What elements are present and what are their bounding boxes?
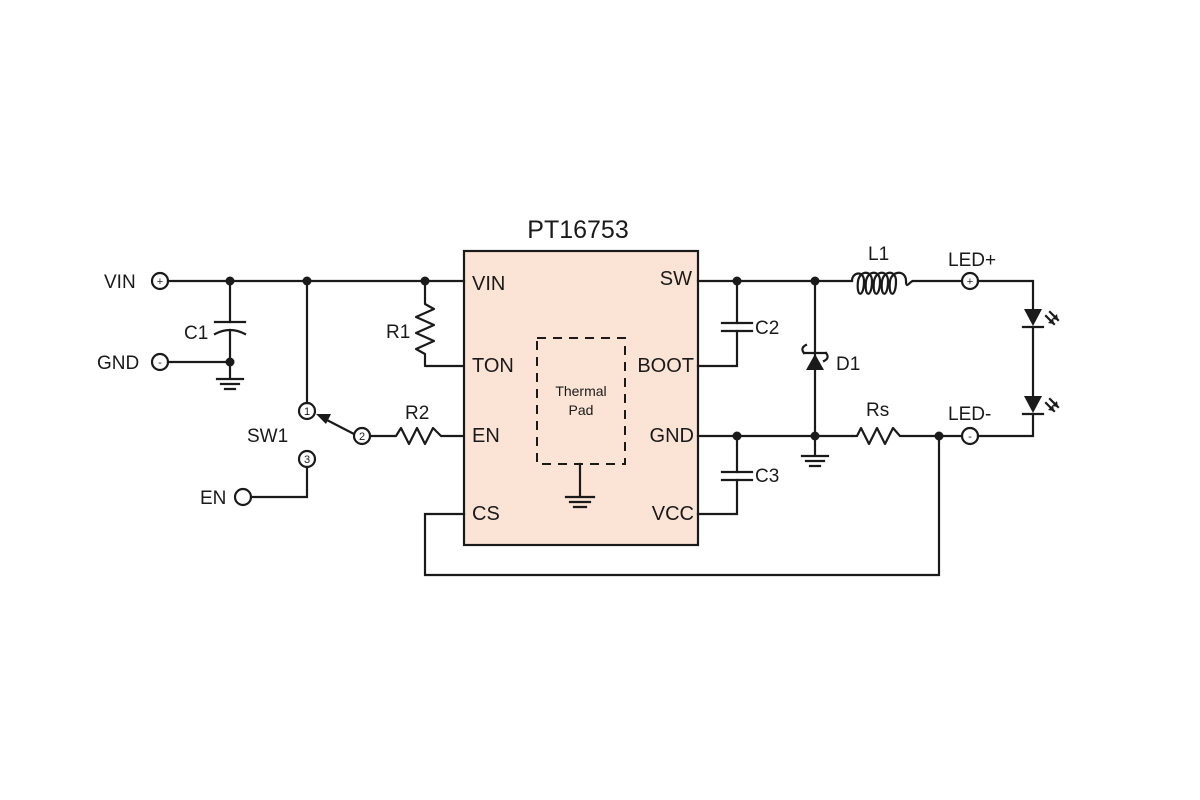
pin-label-en: EN	[472, 425, 500, 447]
vin-terminal-sign: +	[157, 276, 163, 288]
vin-terminal-icon[interactable]: +	[150, 271, 170, 291]
en-wire	[249, 465, 309, 499]
led-1-icon	[1021, 309, 1060, 329]
led-minus-terminal-sign: -	[968, 431, 972, 443]
c3-label: C3	[755, 466, 779, 487]
r1-resistor-icon	[414, 281, 464, 368]
en-terminal-icon[interactable]	[233, 487, 253, 507]
gnd-terminal-sign: -	[158, 357, 162, 369]
sw1-pin1-number: 1	[304, 406, 310, 418]
led-plus-terminal-label: LED+	[948, 250, 996, 271]
en-terminal-label: EN	[200, 488, 226, 509]
pin-label-vcc: VCC	[652, 503, 694, 525]
pin-label-gnd: GND	[650, 425, 694, 447]
sw1-pin3-number: 3	[304, 454, 310, 466]
sw1-pin3-icon: 3	[297, 449, 317, 469]
c2-label: C2	[755, 318, 779, 339]
c1-label: C1	[184, 323, 208, 344]
cs-feedback-wire	[423, 434, 941, 577]
l1-inductor-icon	[850, 271, 914, 295]
pin-label-ton: TON	[472, 355, 514, 377]
vin-terminal-label: VIN	[104, 272, 136, 293]
pin-label-vin: VIN	[472, 273, 505, 295]
gnd-terminal-label: GND	[97, 353, 139, 374]
d1-diode-icon	[801, 279, 829, 438]
ground-icon	[800, 434, 830, 468]
c2-capacitor-icon	[696, 279, 754, 368]
sw1-pin1-icon: 1	[297, 401, 317, 421]
pin-label-sw: SW	[660, 268, 692, 290]
led-minus-terminal-icon[interactable]: -	[960, 426, 980, 446]
gnd-terminal-icon[interactable]: -	[150, 352, 170, 372]
r1-label: R1	[386, 322, 410, 343]
thermal-pad-ground-icon	[564, 462, 596, 509]
d1-label: D1	[836, 354, 860, 375]
led-2-icon	[1021, 396, 1060, 416]
sw1-label: SW1	[247, 426, 288, 447]
ic-part-number: PT16753	[527, 216, 628, 244]
rs-resistor-icon	[852, 426, 939, 446]
pin-label-cs: CS	[472, 503, 500, 525]
led-minus-terminal-label: LED-	[948, 404, 991, 425]
pin-label-boot: BOOT	[637, 355, 694, 377]
sw1-pin2-number: 2	[359, 431, 365, 443]
led-plus-terminal-sign: +	[967, 276, 973, 288]
c3-capacitor-icon	[696, 434, 754, 516]
r2-resistor-icon	[370, 426, 464, 446]
thermal-pad-label-line2: Pad	[569, 402, 594, 418]
led-plus-terminal-icon[interactable]: +	[960, 271, 980, 291]
led-string-bottom-wire	[976, 412, 1035, 438]
l1-label: L1	[868, 244, 889, 265]
sw1-wiper-arrow-icon	[316, 414, 356, 436]
r2-label: R2	[405, 403, 429, 424]
sw1-pin2-icon: 2	[352, 426, 372, 446]
c1-capacitor-icon	[213, 279, 247, 391]
led-string-top-wire	[976, 279, 1035, 311]
rs-label: Rs	[866, 400, 889, 421]
thermal-pad-label-line1: Thermal	[555, 383, 606, 399]
